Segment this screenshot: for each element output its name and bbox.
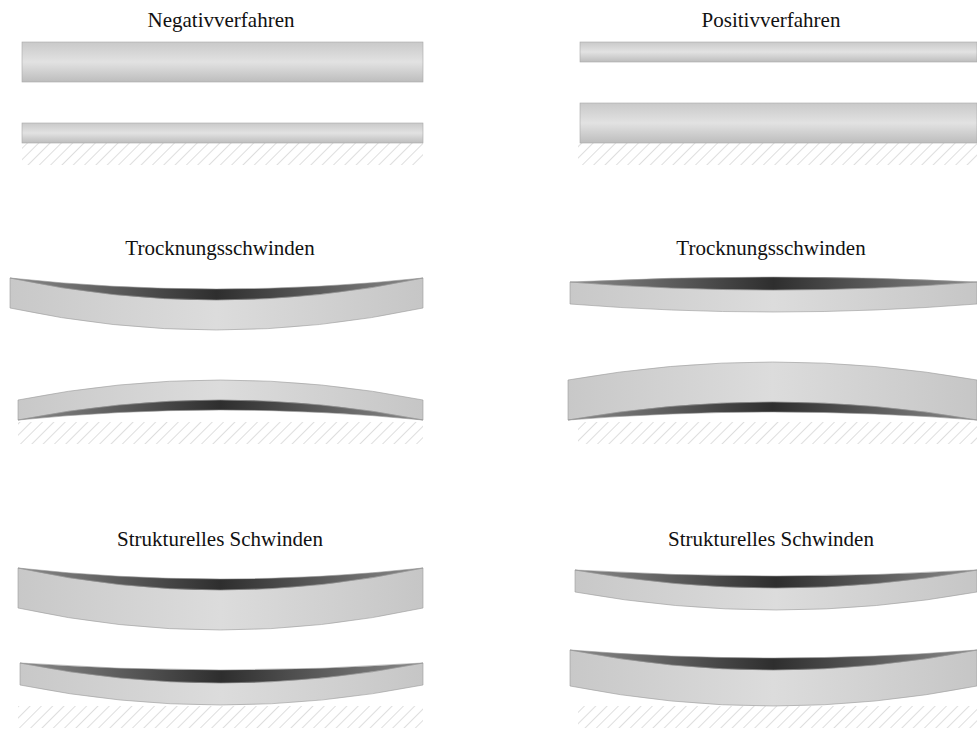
flat-plates: [22, 42, 977, 143]
section-heading: Negativverfahren: [19, 8, 423, 33]
section-heading: Positivverfahren: [569, 8, 973, 33]
section-heading: Strukturelles Schwinden: [18, 527, 422, 552]
ground-hatching: [18, 143, 977, 728]
section-heading: Strukturelles Schwinden: [569, 527, 973, 552]
section-heading: Trocknungsschwinden: [569, 236, 973, 261]
curved-plates: [10, 277, 977, 706]
section-heading: Trocknungsschwinden: [18, 236, 422, 261]
